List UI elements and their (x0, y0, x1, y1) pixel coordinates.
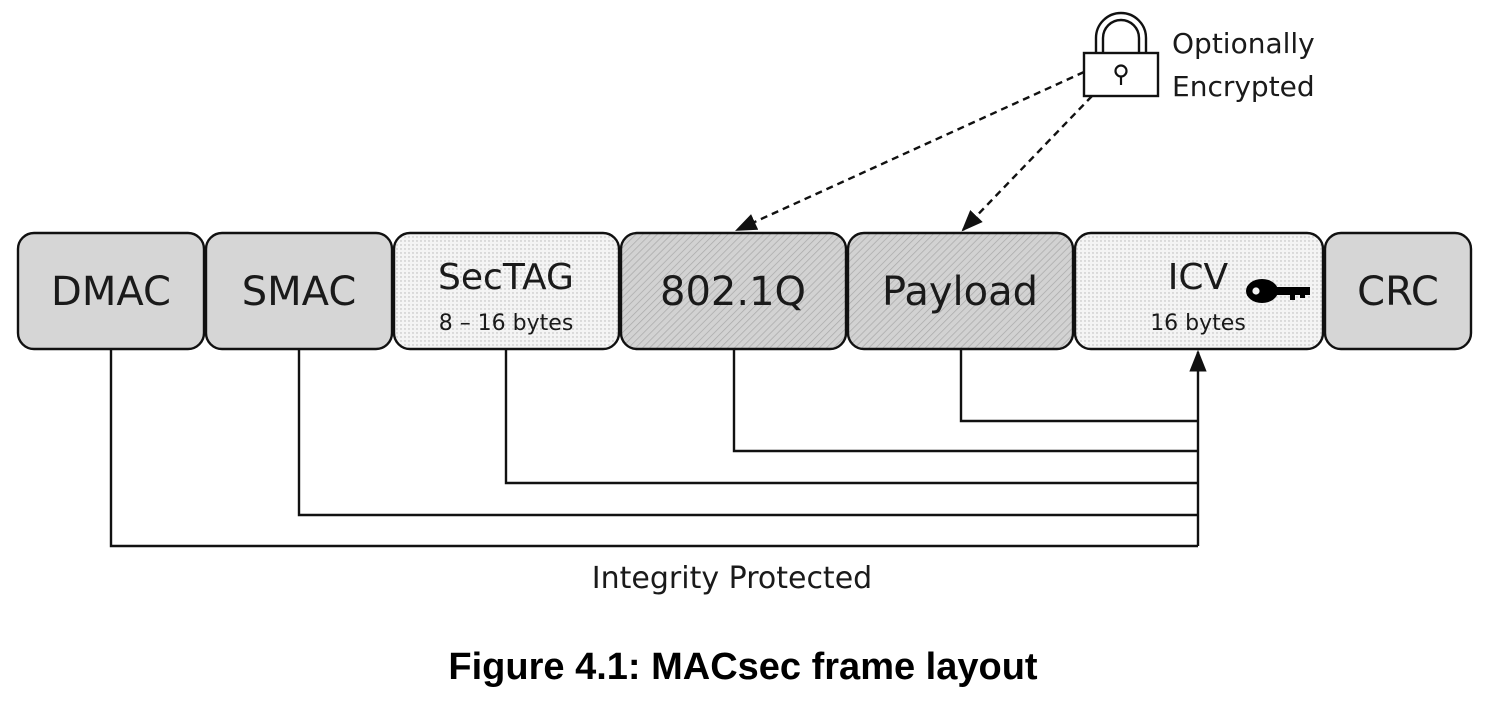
field-sectag-title: SecTAG (438, 257, 574, 298)
encryption-note-line1: Optionally (1172, 27, 1315, 60)
field-payload-title: Payload (882, 269, 1038, 315)
field-icv-subtitle: 16 bytes (1150, 311, 1246, 336)
field-icv-box (1073, 231, 1325, 351)
integrity-connectors (109, 349, 1207, 548)
integrity-line-smac (297, 349, 1198, 517)
integrity-label: Integrity Protected (592, 561, 872, 596)
field-icv: ICV 16 bytes (1073, 231, 1325, 351)
encrypt-arrow-payload (961, 95, 1093, 232)
field-dmac: DMAC (16, 231, 206, 351)
field-crc-box (1323, 231, 1473, 351)
field-dot1q-title: 802.1Q (660, 269, 806, 315)
integrity-line-payload (959, 349, 1198, 423)
key-icon (1246, 279, 1310, 303)
field-sectag: SecTAG 8 – 16 bytes (392, 231, 621, 351)
field-smac: SMAC (204, 231, 394, 351)
integrity-line-sectag (504, 349, 1198, 485)
padlock-icon (1082, 11, 1160, 98)
figure-caption: Figure 4.1: MACsec frame layout (448, 646, 1038, 688)
field-crc: CRC (1323, 231, 1473, 351)
field-payload: Payload (846, 231, 1075, 351)
field-icv-title: ICV (1168, 257, 1229, 298)
encryption-note: Optionally Encrypted (735, 11, 1315, 232)
field-crc-title: CRC (1357, 269, 1439, 315)
integrity-line-dot1q (732, 349, 1198, 453)
field-dot1q: 802.1Q (619, 231, 848, 351)
field-sectag-subtitle: 8 – 16 bytes (439, 311, 574, 336)
field-dmac-title: DMAC (51, 269, 171, 315)
frame-fields: DMAC SMAC SecTAG 8 – 16 bytes 802.1Q Pay… (16, 231, 1473, 351)
integrity-line-dmac (109, 349, 1198, 548)
encrypt-arrow-dot1q (735, 70, 1085, 232)
field-smac-title: SMAC (242, 269, 357, 315)
encryption-note-line2: Encrypted (1172, 70, 1315, 103)
